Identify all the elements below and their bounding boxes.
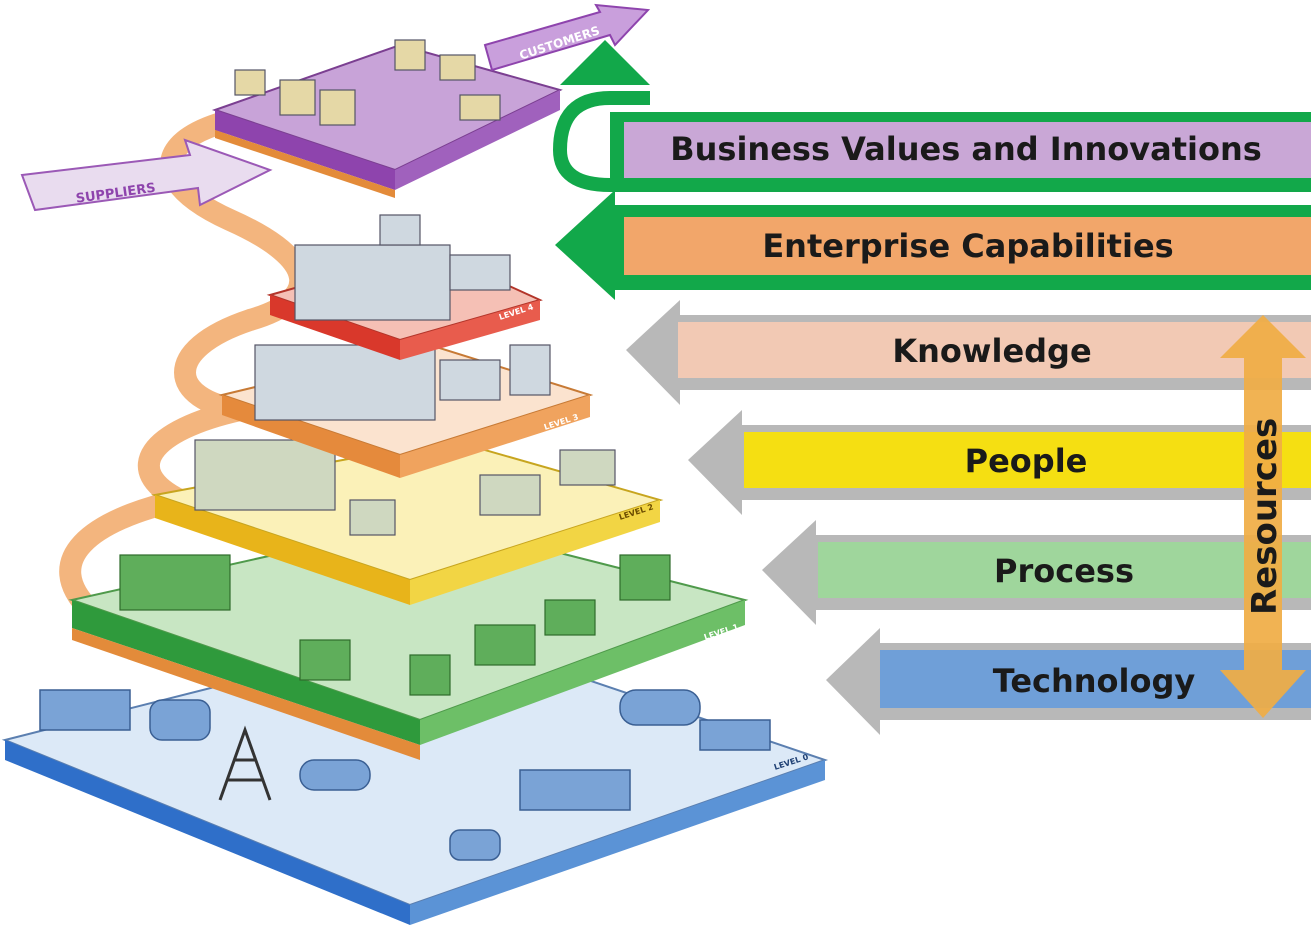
knowledge-band: Knowledge (626, 300, 1311, 405)
level-3-platform (218, 343, 594, 478)
resources-label: Resources (1245, 418, 1285, 615)
level-2-platform (151, 438, 664, 605)
people-label: People (965, 442, 1088, 480)
technology-band: Technology (826, 628, 1311, 735)
technology-label: Technology (993, 662, 1196, 700)
level-top-platform (211, 39, 563, 198)
enterprise-capabilities-label: Enterprise Capabilities (762, 227, 1173, 265)
business-values-label: Business Values and Innovations (670, 130, 1262, 168)
up-arrow-icon (560, 40, 650, 85)
level-1-platform (68, 518, 749, 760)
people-band: People (688, 410, 1311, 515)
process-label: Process (994, 552, 1134, 590)
knowledge-label: Knowledge (892, 332, 1091, 370)
level-4-platform (266, 214, 543, 360)
suppliers-arrow: SUPPLIERS (20, 138, 273, 212)
level-0-platform (1, 628, 829, 925)
business-values-band: Business Values and Innovations (552, 40, 1311, 192)
resources-double-arrow: Resources (1220, 315, 1306, 718)
oil-derrick-icon (218, 725, 272, 801)
enterprise-capabilities-band: Enterprise Capabilities (555, 190, 1311, 300)
process-band: Process (762, 520, 1311, 625)
